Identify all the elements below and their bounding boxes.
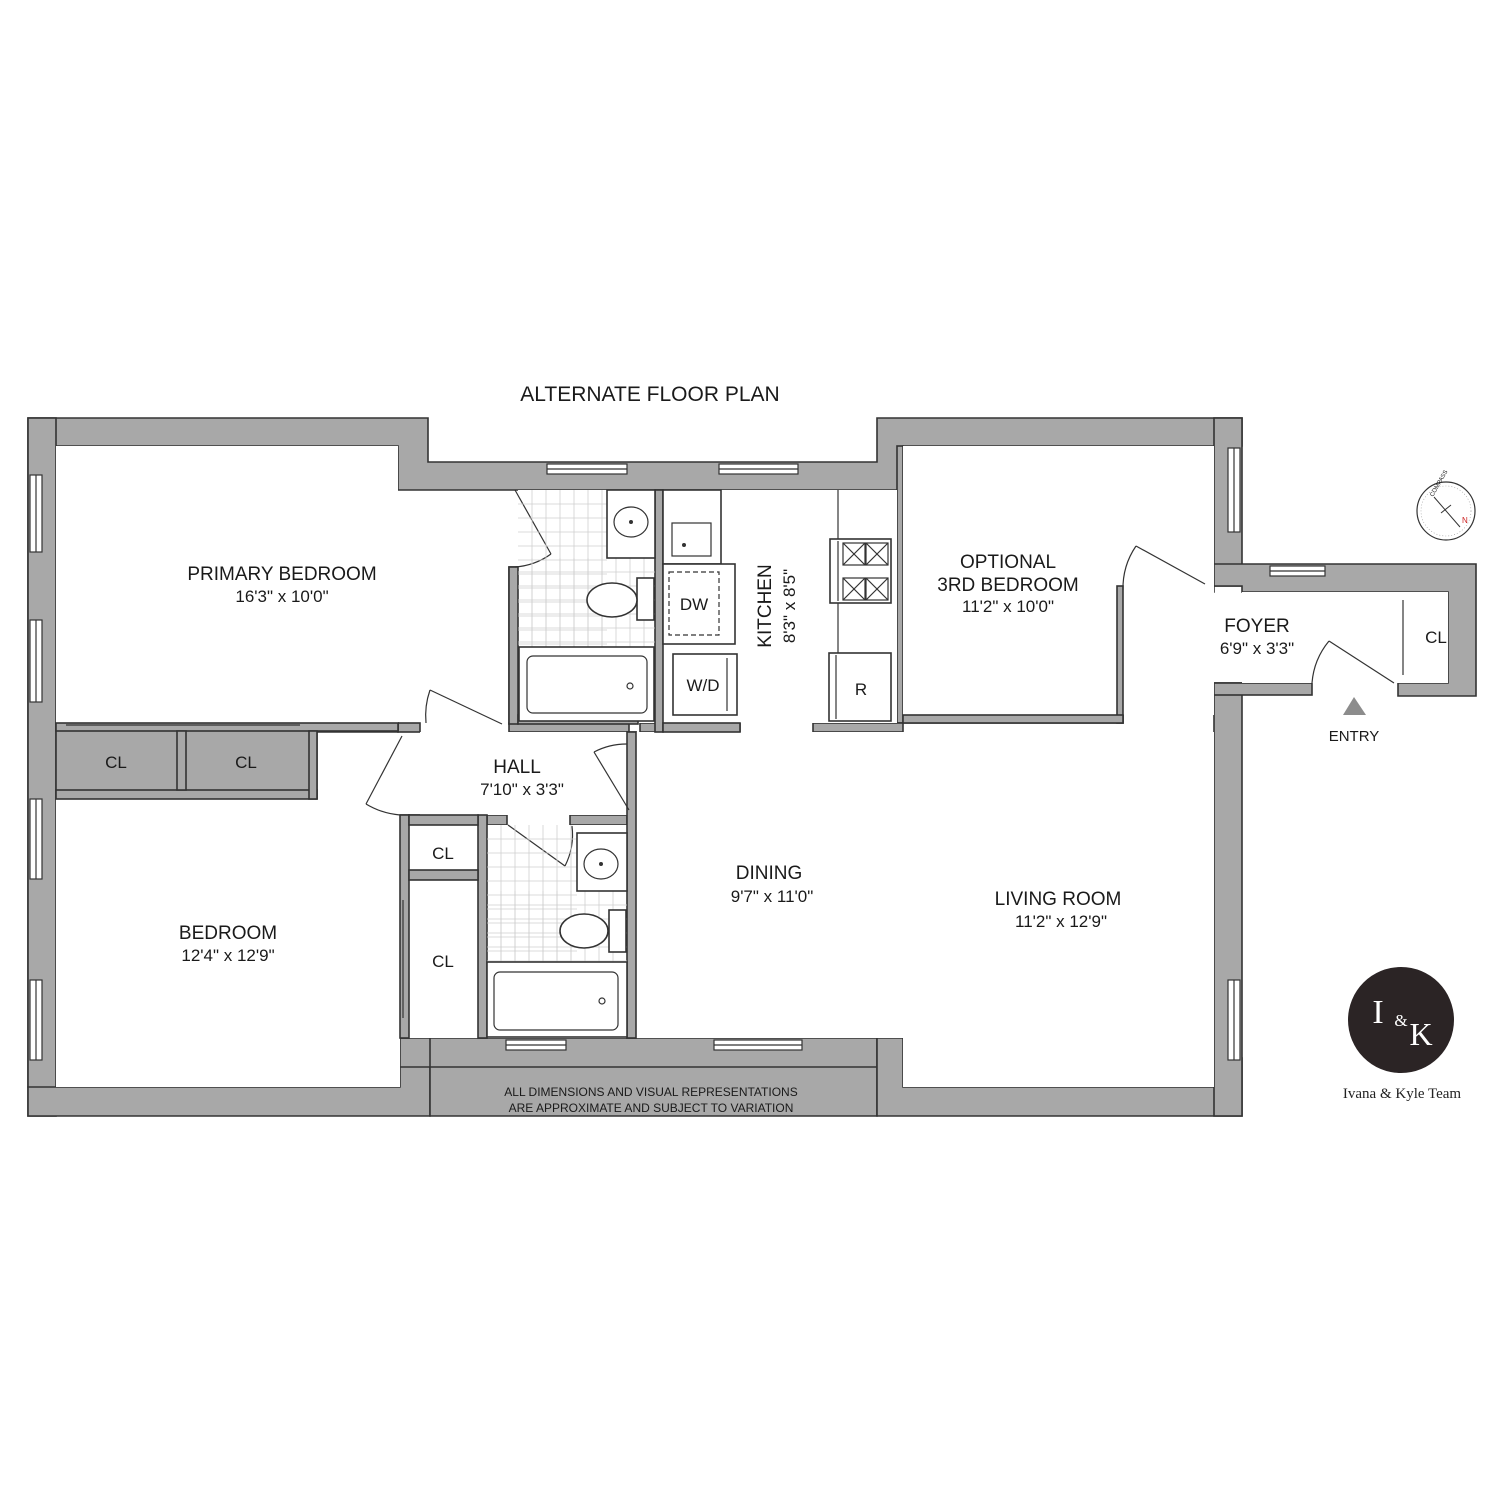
primary-bedroom-dims: 16'3" x 10'0" bbox=[235, 587, 328, 606]
bathtub-2 bbox=[486, 961, 628, 1038]
plan-title: ALTERNATE FLOOR PLAN bbox=[520, 383, 779, 406]
entry-arrow-icon bbox=[1343, 697, 1366, 715]
bedroom-name: BEDROOM bbox=[179, 923, 277, 944]
vanity-sink-2 bbox=[576, 832, 628, 892]
hall-dims: 7'10" x 3'3" bbox=[480, 780, 564, 799]
compass-icon: COMPASS N bbox=[1416, 469, 1476, 541]
bathtub-1 bbox=[518, 646, 655, 722]
logo-ampersand: & bbox=[1394, 1011, 1407, 1030]
toilet-2 bbox=[559, 913, 609, 949]
logo-circle bbox=[1348, 967, 1454, 1073]
bedroom-dims: 12'4" x 12'9" bbox=[181, 946, 274, 965]
dining-name: DINING bbox=[736, 863, 803, 884]
fixtures bbox=[486, 489, 892, 1038]
partition-walls bbox=[55, 489, 1124, 1039]
optional-bedroom-dims: 11'2" x 10'0" bbox=[962, 597, 1054, 616]
disclaimer-line1: ALL DIMENSIONS AND VISUAL REPRESENTATION… bbox=[504, 1085, 797, 1099]
primary-bedroom-name: PRIMARY BEDROOM bbox=[187, 564, 376, 585]
compass-north: N bbox=[1462, 516, 1468, 525]
brand-logo: I & K bbox=[1348, 967, 1454, 1073]
windows bbox=[29, 447, 1326, 1061]
logo-letter-i: I bbox=[1372, 994, 1383, 1031]
dishwasher bbox=[662, 563, 736, 645]
living-room-name: LIVING ROOM bbox=[995, 889, 1122, 910]
refrigerator-label: R bbox=[855, 680, 867, 699]
logo-letter-k: K bbox=[1409, 1016, 1432, 1052]
refrigerator bbox=[828, 652, 892, 722]
washer-dryer-label: W/D bbox=[686, 676, 719, 695]
hall-name: HALL bbox=[493, 757, 541, 778]
optional-bedroom-line2: 3RD BEDROOM bbox=[937, 575, 1078, 596]
disclaimer-line2: ARE APPROXIMATE AND SUBJECT TO VARIATION bbox=[509, 1101, 794, 1115]
living-room-dims: 11'2" x 12'9" bbox=[1015, 912, 1107, 931]
doors bbox=[66, 489, 1404, 1018]
closet-label: CL bbox=[105, 753, 127, 772]
team-name: Ivana & Kyle Team bbox=[1343, 1086, 1462, 1102]
foyer-dims: 6'9" x 3'3" bbox=[1220, 639, 1294, 658]
dishwasher-label: DW bbox=[680, 595, 708, 614]
foyer-name: FOYER bbox=[1224, 616, 1289, 637]
optional-bedroom-line1: OPTIONAL bbox=[960, 552, 1056, 573]
room-labels: PRIMARY BEDROOM 16'3" x 10'0" BEDROOM 12… bbox=[105, 552, 1447, 971]
closet-label: CL bbox=[1425, 628, 1447, 647]
washer-dryer bbox=[672, 653, 738, 716]
entry-label: ENTRY bbox=[1329, 728, 1380, 745]
closet-label: CL bbox=[235, 753, 257, 772]
dining-dims: 9'7" x 11'0" bbox=[731, 887, 814, 906]
kitchen-name: KITCHEN bbox=[755, 564, 776, 647]
closet-label: CL bbox=[432, 844, 454, 863]
toilet-1 bbox=[586, 582, 638, 618]
vanity-sink-1 bbox=[606, 489, 656, 559]
closet-label: CL bbox=[432, 952, 454, 971]
kitchen-dims: 8'3" x 8'5" bbox=[780, 569, 799, 643]
